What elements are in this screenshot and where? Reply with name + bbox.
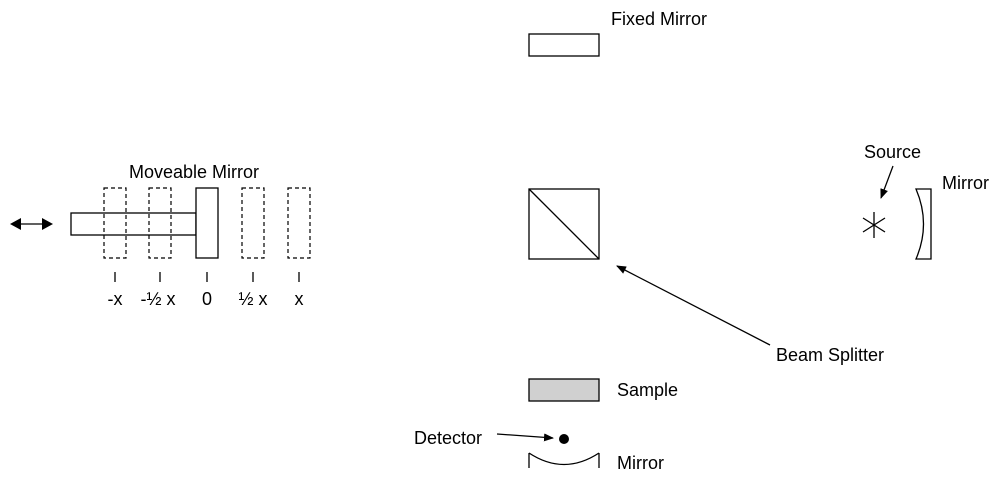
mirror-position-minus-x: [103, 187, 127, 259]
mirror-position-x: [287, 187, 311, 259]
detector-mirror: [528, 452, 600, 468]
detector-label: Detector: [414, 428, 482, 448]
position-label-half-x: ½ x: [238, 289, 267, 309]
position-label-minus-x: -x: [108, 289, 123, 309]
position-label-zero: 0: [202, 289, 212, 309]
sample: [528, 378, 600, 402]
moveable-mirror: [195, 187, 219, 259]
mirror-position-half-x: [241, 187, 265, 259]
sample-label: Sample: [617, 380, 678, 400]
position-label-x: x: [295, 289, 304, 309]
moveable-mirror-label: Moveable Mirror: [129, 162, 259, 182]
double-arrow-icon: [10, 218, 53, 230]
beam-splitter: [528, 188, 600, 260]
fixed-mirror: [528, 33, 600, 57]
source-mirror: [915, 188, 932, 260]
source-pointer-arrow: [880, 165, 894, 199]
detector-mirror-label: Mirror: [617, 453, 664, 473]
position-label-minus-half-x: -½ x: [140, 289, 175, 309]
detector: [559, 434, 569, 444]
beam-splitter-label: Beam Splitter: [776, 345, 884, 365]
source-mirror-label: Mirror: [942, 173, 989, 193]
mirror-arm: [70, 212, 197, 236]
beam-splitter-pointer-arrow: [616, 265, 771, 346]
fixed-mirror-label: Fixed Mirror: [611, 9, 707, 29]
detector-pointer-arrow: [496, 433, 554, 442]
source-label: Source: [864, 142, 921, 162]
mirror-position-minus-half-x: [148, 187, 172, 259]
position-ticks: [114, 272, 300, 282]
source-star-icon: [862, 212, 886, 238]
